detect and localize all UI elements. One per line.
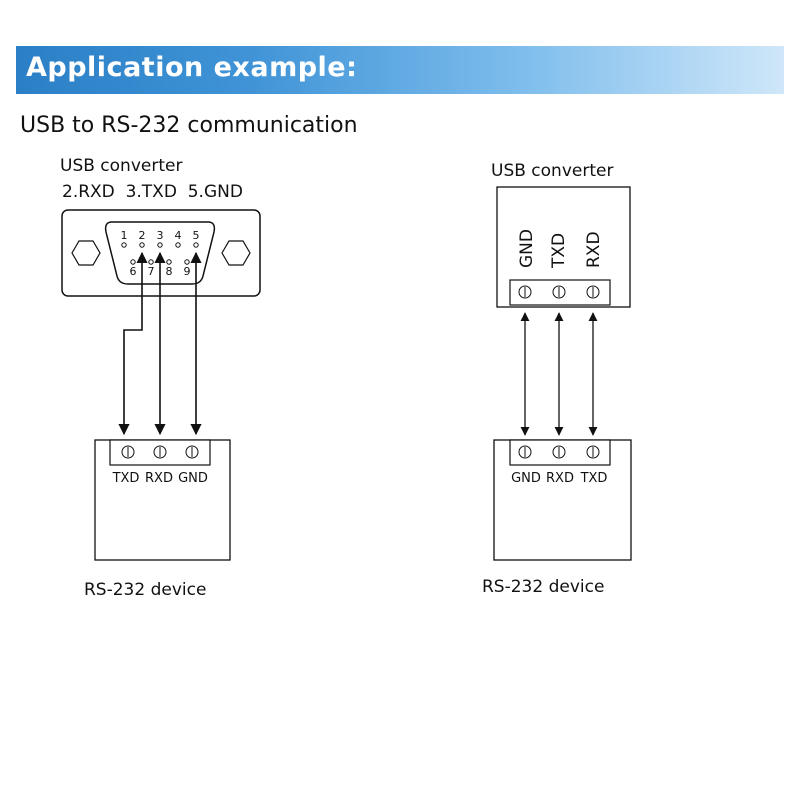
pin-hole [175, 242, 181, 248]
left-pin-legend: 2.RXD 3.TXD 5.GND [62, 182, 243, 202]
pin-number-4: 4 [175, 229, 182, 242]
screw-terminal-icon [121, 445, 135, 459]
pin-number-8: 8 [166, 265, 173, 278]
pin-hole [184, 259, 190, 265]
converter-label-gnd: GND [517, 229, 537, 268]
pin-number-7: 7 [148, 265, 155, 278]
terminal-label-rxd: RXD [145, 471, 173, 486]
terminal-label-txd: TXD [112, 471, 140, 486]
terminal-label-gnd: GND [178, 471, 208, 486]
pin-hole [130, 259, 136, 265]
screw-terminal-icon [586, 445, 600, 459]
screw-terminal-icon [185, 445, 199, 459]
left-device-label: RS-232 device [84, 580, 207, 600]
screw-terminal-icon [552, 285, 566, 299]
screw-terminal-icon [153, 445, 167, 459]
converter-label-txd: TXD [549, 233, 569, 269]
pin-hole [157, 242, 163, 248]
wire-rxd-to-txd [118, 251, 148, 436]
pin-number-6: 6 [130, 265, 137, 278]
db9-connector: 1 2 3 4 5 6 7 8 9 [61, 209, 261, 297]
hex-nut-left-icon [71, 240, 101, 266]
left-converter-label: USB converter [60, 156, 183, 176]
right-rs232-device: GND RXD TXD [493, 439, 632, 561]
pin-hole [121, 242, 127, 248]
terminal-label-gnd: GND [511, 471, 541, 486]
pin-number-3: 3 [157, 229, 164, 242]
screw-terminal-icon [518, 445, 532, 459]
screw-terminal-icon [552, 445, 566, 459]
terminal-label-txd: TXD [580, 471, 608, 486]
pin-hole [166, 259, 172, 265]
left-wires [118, 251, 202, 436]
right-device-label: RS-232 device [482, 577, 605, 597]
right-usb-converter: GND TXD RXD [496, 186, 631, 308]
header-title: Application example: [26, 52, 358, 83]
page-subtitle: USB to RS-232 communication [20, 113, 358, 138]
screw-terminal-icon [586, 285, 600, 299]
pin-hole [139, 242, 145, 248]
hex-nut-right-icon [221, 240, 251, 266]
pin-hole [148, 259, 154, 265]
header-banner: Application example: [16, 46, 784, 94]
converter-label-rxd: RXD [584, 231, 604, 268]
pin-number-1: 1 [121, 229, 128, 242]
pin-hole [193, 242, 199, 248]
left-rs232-device: TXD RXD GND [94, 439, 231, 561]
right-wires [520, 312, 598, 436]
pin-number-5: 5 [193, 229, 200, 242]
pin-number-2: 2 [139, 229, 146, 242]
screw-terminal-icon [518, 285, 532, 299]
pin-number-9: 9 [184, 265, 191, 278]
right-converter-label: USB converter [491, 161, 614, 181]
terminal-label-rxd: RXD [546, 471, 574, 486]
